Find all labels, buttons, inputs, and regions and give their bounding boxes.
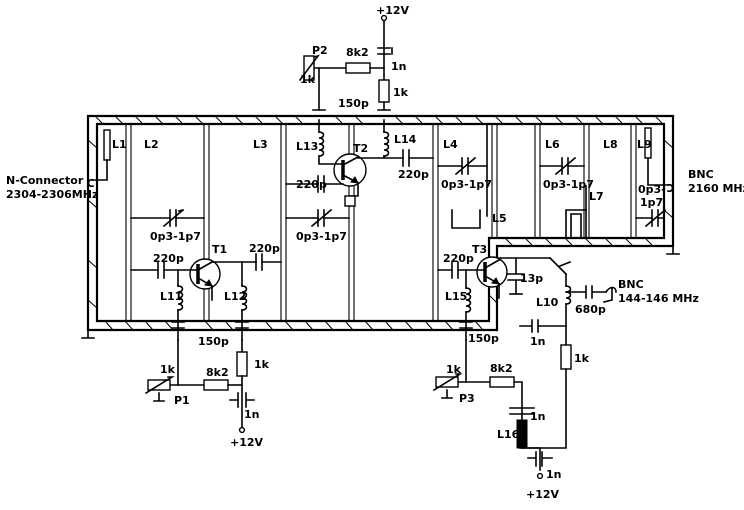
label-L5: L5 xyxy=(492,212,507,225)
c-150p-top-label: 150p xyxy=(338,97,369,110)
p1-label: P1 xyxy=(174,394,190,407)
label-L4: L4 xyxy=(443,138,458,151)
label-L3: L3 xyxy=(253,138,268,151)
vcc-top-label: +12V xyxy=(376,4,410,17)
label-L2: L2 xyxy=(144,138,159,151)
stage-t1 xyxy=(130,253,282,434)
stage-t2 xyxy=(285,14,434,207)
r-1k-top-label: 1k xyxy=(393,86,409,99)
trim-l9-label-2: 1p7 xyxy=(640,196,663,209)
connectors xyxy=(87,178,674,193)
stage-t3 xyxy=(432,256,617,480)
label-L13: L13 xyxy=(296,140,318,153)
vcc-left-label: +12V xyxy=(230,436,264,449)
label-L14: L14 xyxy=(394,133,417,146)
vcc-right-label: +12V xyxy=(526,488,560,501)
label-L1: L1 xyxy=(112,138,127,151)
c-1n-t3-label: 1n xyxy=(530,335,546,348)
label-L16: L16 xyxy=(497,428,520,441)
trim-t2-label: 0p3-1p7 xyxy=(296,230,347,243)
trimmer-capacitors xyxy=(130,156,667,228)
r-8k2-t1-label: 8k2 xyxy=(206,366,229,379)
r-1k-t1-collector-label: 1k xyxy=(254,358,270,371)
bnc-bottom-label-2: 144-146 MHz xyxy=(618,292,699,305)
c-13p-label: 13p xyxy=(520,272,543,285)
trim-l2-label: 0p3-1p7 xyxy=(150,230,201,243)
label-L12: L12 xyxy=(224,290,246,303)
label-L11: L11 xyxy=(160,290,182,303)
r-8k2-t3-label: 8k2 xyxy=(490,362,513,375)
c-1n-top-label: 1n xyxy=(391,60,407,73)
r-1k-p2-label: 1k xyxy=(300,73,316,86)
r-1k-t3-label: 1k xyxy=(574,352,590,365)
c-150p-t1-label: 150p xyxy=(198,335,229,348)
label-L10: L10 xyxy=(536,296,559,309)
c-1n-l16-label: 1n xyxy=(530,410,546,423)
c-220p-t1-left-label: 220p xyxy=(153,252,184,265)
label-T2: T2 xyxy=(353,142,368,155)
p3-label: P3 xyxy=(459,392,475,405)
label-T3: T3 xyxy=(472,243,487,256)
trim-l9-label-1: 0p3- xyxy=(638,183,666,196)
trim-l6-label: 0p3-1p7 xyxy=(543,178,594,191)
r-1k-p1-label: 1k xyxy=(160,363,176,376)
trim-l4-label: 0p3-1p7 xyxy=(441,178,492,191)
label-T1: T1 xyxy=(212,243,227,256)
r-8k2-top-label: 8k2 xyxy=(346,46,369,59)
nconn-label-2: 2304-2306MHz xyxy=(6,188,98,201)
c-220p-t2-left-label: 220p xyxy=(296,178,327,191)
c-220p-t3-label: 220p xyxy=(443,252,474,265)
c-150p-t3-label: 150p xyxy=(468,332,499,345)
p2-label: P2 xyxy=(312,44,328,57)
r-1k-p3-label: 1k xyxy=(446,363,462,376)
label-L7: L7 xyxy=(589,190,604,203)
label-L15: L15 xyxy=(445,290,467,303)
bnc-bottom-label-1: BNC xyxy=(618,278,644,291)
c-1n-t1-label: 1n xyxy=(244,408,260,421)
resonators xyxy=(92,123,669,239)
c-1n-bottom-label: 1n xyxy=(546,468,562,481)
c-680p-label: 680p xyxy=(575,303,606,316)
label-L6: L6 xyxy=(545,138,560,151)
nconn-label-1: N-Connector xyxy=(6,174,84,187)
bnc-top-label-1: BNC xyxy=(688,168,714,181)
label-L9: L9 xyxy=(637,138,652,151)
c-220p-t2-right-label: 220p xyxy=(398,168,429,181)
c-220p-t1-right-label: 220p xyxy=(249,242,280,255)
label-L8: L8 xyxy=(603,138,618,151)
bnc-top-label-2: 2160 MHz xyxy=(688,182,744,195)
